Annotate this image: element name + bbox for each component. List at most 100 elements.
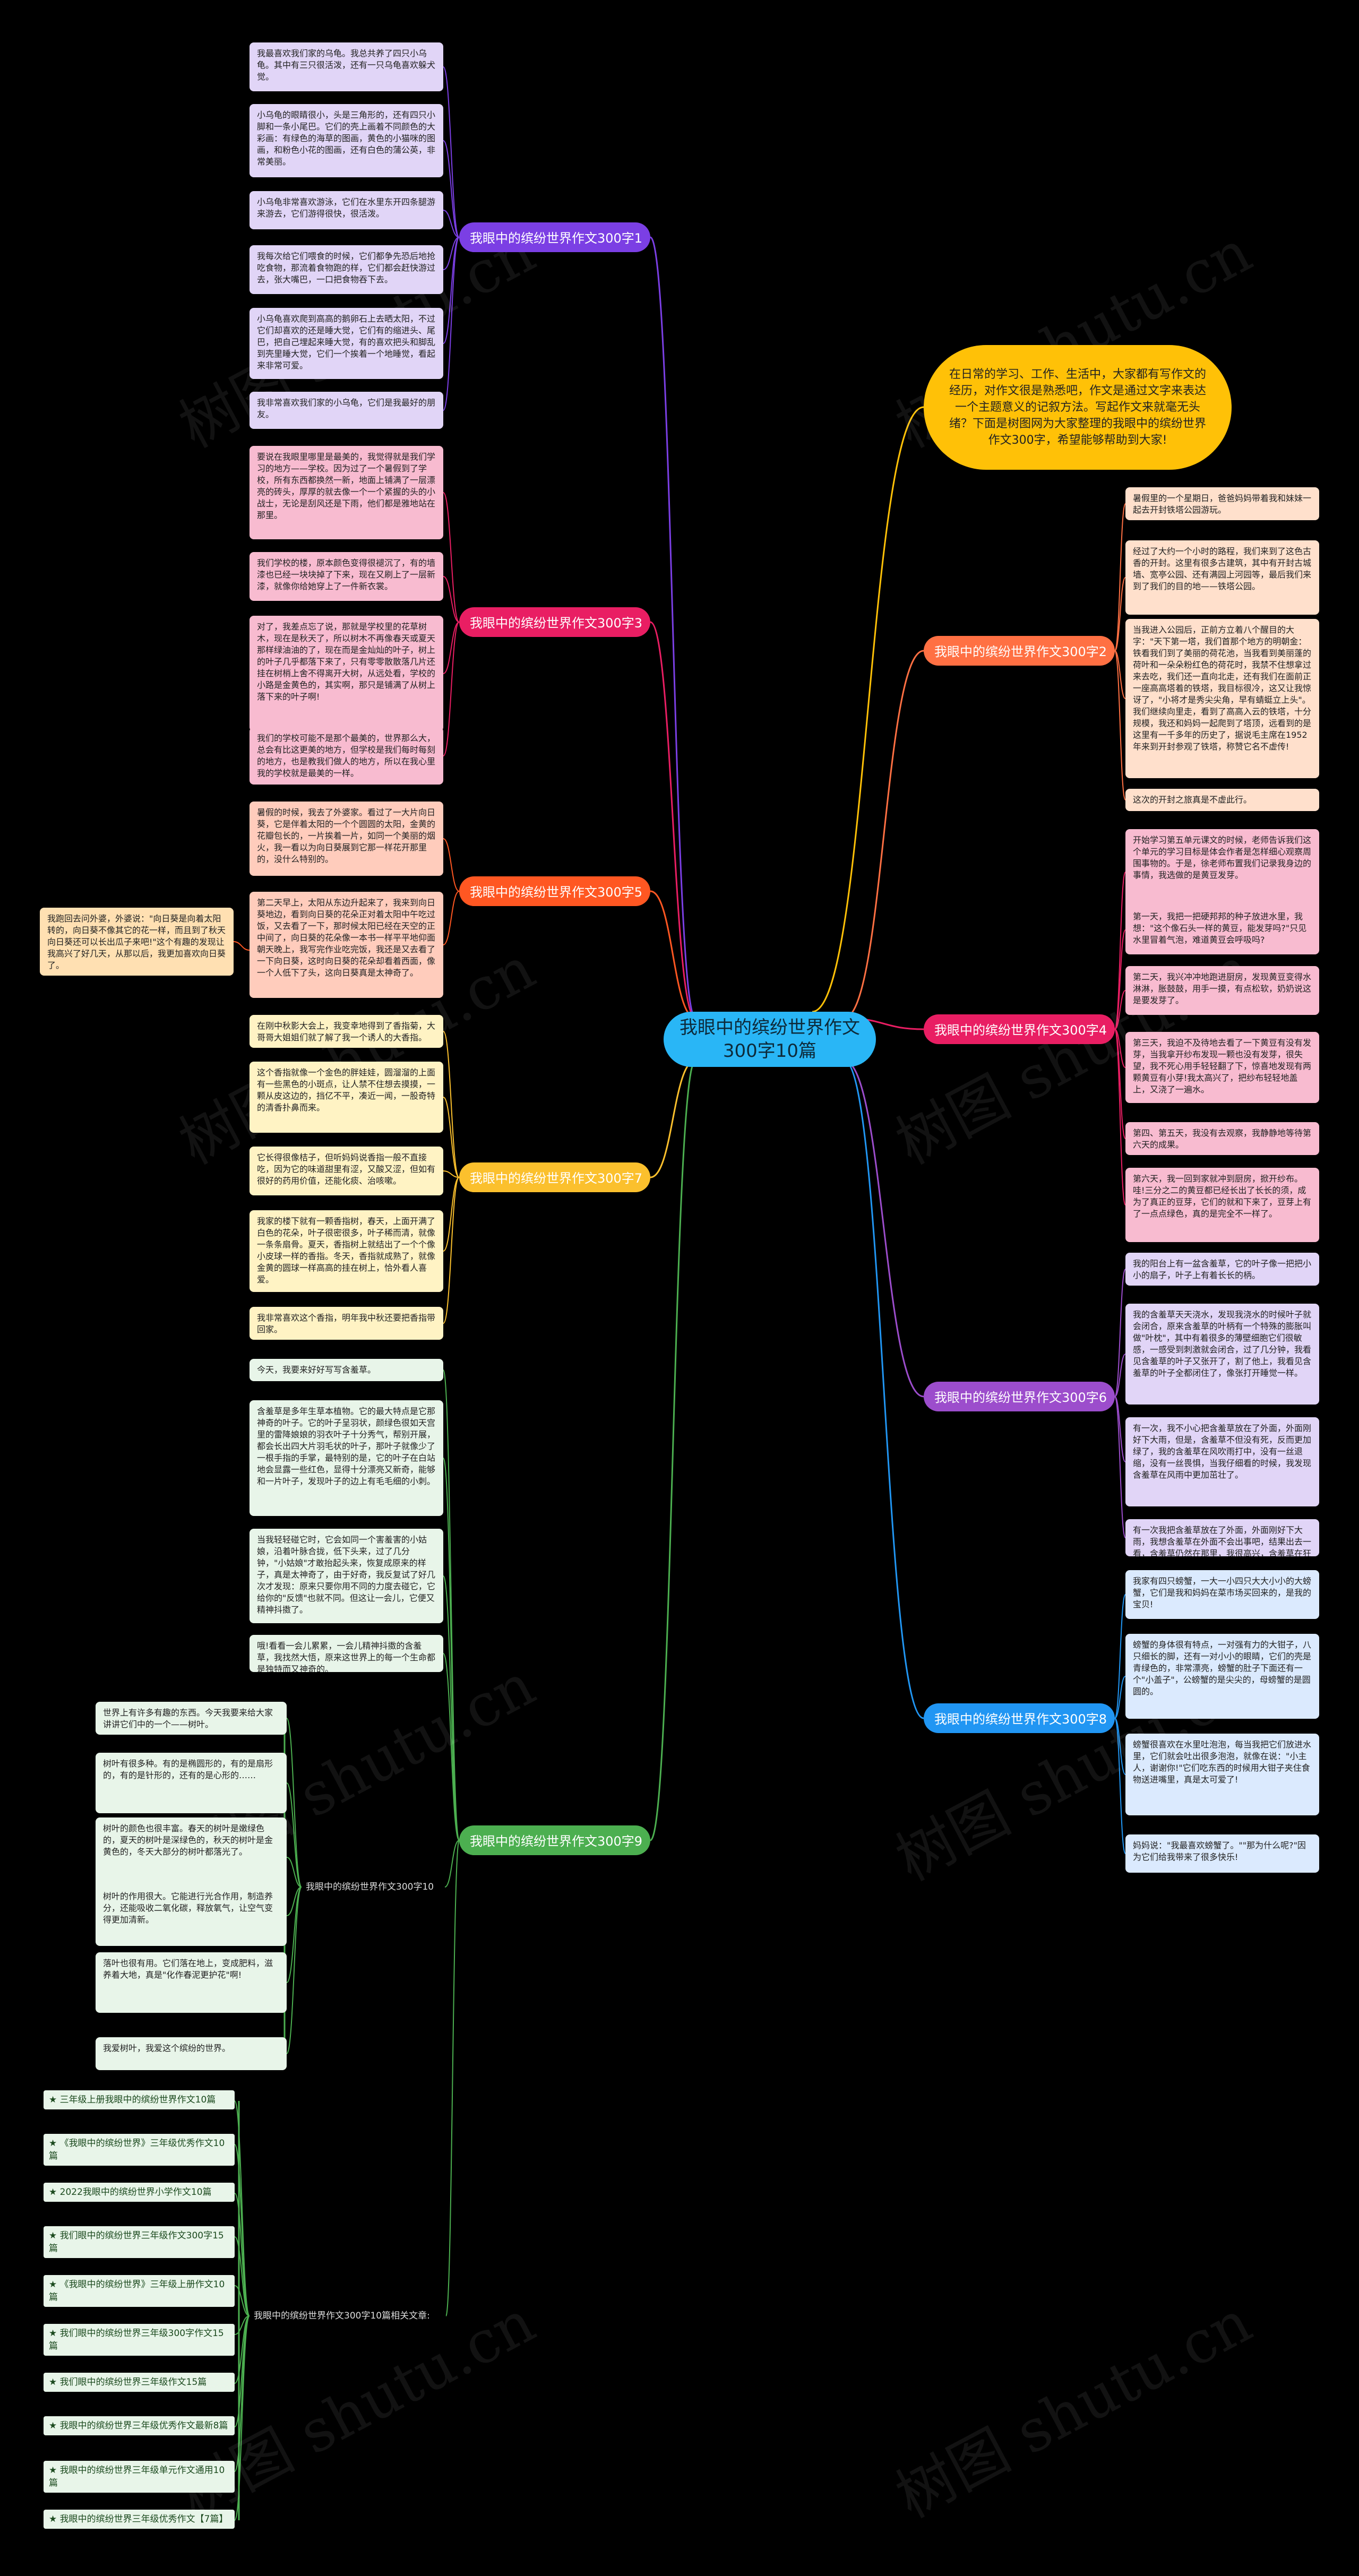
leaf-b4-3[interactable]: 第二天，我兴冲冲地跑进厨房，发现黄豆变得水淋淋，胀鼓鼓，用手一摸，有点松软，奶奶… [1125,966,1319,1015]
leaf-b8-1[interactable]: 我家有四只螃蟹，一大一小四只大大小小的大螃蟹，它们是我和妈妈在菜市场买回来的，是… [1125,1570,1319,1619]
branch-b9[interactable]: 我眼中的缤纷世界作文300字9 [459,1825,650,1855]
edge-b5 [650,890,696,1019]
leaf-b4-6[interactable]: 第六天，我一回到家就冲到厨房，掀开纱布。哇!三分之二的黄豆都已经长出了长长的须，… [1125,1168,1319,1242]
leaf-b4-2[interactable]: 第一天，我把一把硬邦邦的种子放进水里，我想："这个像石头一样的黄豆，能发芽吗?"… [1125,906,1319,954]
leaf-b2-4[interactable]: 这次的开封之旅真是不虚此行。 [1125,789,1319,811]
edge-b1-3 [443,210,460,238]
edge-b2-2 [1114,577,1126,651]
leaf-b1-3[interactable]: 小乌龟非常喜欢游泳，它们在水里东开四条腿游来游去，它们游得很快，很活泼。 [250,191,443,229]
leaf-b9-4[interactable]: 哦!看看一会儿累累，一会儿精神抖擞的含羞草，我找然大悟，原来这世界上的每一个生命… [250,1635,443,1672]
leaf-b5-side[interactable]: 我跑回去问外婆，外婆说："向日葵是向着太阳转的，向日葵不像其它的花一样，而且到了… [40,908,234,976]
leaf-b1-6[interactable]: 我非常喜欢我们家的小乌龟，它们是我最好的朋友。 [250,392,443,429]
edge-b8-4 [1114,1718,1126,1854]
edge-b5-2 [443,891,460,945]
edge-b2-4 [1114,650,1126,800]
leaf-b5-1[interactable]: 暑假的时候，我去了外婆家。看过了一大片向日葵，它是伴着太阳的一个个圆圆的太阳，金… [250,802,443,876]
related-link-2[interactable]: ★ 《我眼中的缤纷世界》三年级优秀作文10篇 [44,2134,235,2166]
leaf-b3-3[interactable]: 对了，我差点忘了说，那就是学校里的花草树木，现在是秋天了，所以树木不再像春天或夏… [250,616,443,731]
related-link-4[interactable]: ★ 我们眼中的缤纷世界三年级作文300字15篇 [44,2226,235,2258]
edge-b2-3 [1114,650,1126,699]
related-link-10[interactable]: ★ 我眼中的缤纷世界三年级优秀作文【7篇】 [44,2510,235,2529]
leaf-b2-2[interactable]: 经过了大约一个小时的路程，我们来到了这色古香的开封。这里有很多古建筑，其中有开封… [1125,540,1319,615]
related-link-9[interactable]: ★ 我眼中的缤纷世界三年级单元作文通用10篇 [44,2461,235,2493]
edge-b1-4 [443,237,460,270]
leaf-b10-5[interactable]: 落叶也很有用。它们落在地上，变成肥料，滋养着大地，真是"化作春泥更护花"啊! [96,1952,287,2013]
related-link-6[interactable]: ★ 我们眼中的缤纷世界三年级300字作文15篇 [44,2324,235,2356]
related-link-8[interactable]: ★ 我眼中的缤纷世界三年级优秀作文最新8篇 [44,2416,235,2435]
edge-b6 [844,1059,924,1398]
related-link-7[interactable]: ★ 我们眼中的缤纷世界三年级作文15篇 [44,2373,235,2392]
leaf-b5-2[interactable]: 第二天早上，太阳从东边升起来了，我来到向日葵地边，看到向日葵的花朵正对着太阳中午… [250,892,443,998]
leaf-b9-2[interactable]: 含羞草是多年生草本植物。它的最大特点是它那神奇的叶子。它的叶子呈羽状，颜绿色很如… [250,1400,443,1516]
leaf-b10-2[interactable]: 树叶有很多种。有的是椭圆形的，有的是扇形的，有的是针形的，还有的是心形的…… [96,1753,287,1813]
edge-related-2 [234,2144,250,2316]
leaf-b3-1[interactable]: 要说在我眼里哪里是最美的，我觉得就是我们学习的地方——学校。因为过了一个暑假到了… [250,446,443,539]
edge-b4-2 [1114,929,1126,1030]
leaf-b10-3[interactable]: 树叶的颜色也很丰富。春天的树叶是嫩绿色的，夏天的树叶是深绿色的，秋天的树叶是金黄… [96,1817,287,1897]
leaf-b9-3[interactable]: 当我轻轻碰它时，它会如同一个害羞害的小姑娘，沿着叶脉合拢，低下头来，过了几分钟，… [250,1529,443,1623]
edge-b1-5 [443,237,460,344]
branch-b1[interactable]: 我眼中的缤纷世界作文300字1 [459,222,650,252]
leaf-b10-4[interactable]: 树叶的作用很大。它能进行光合作用，制造养分，还能吸收二氧化碳，释放氧气，让空气变… [96,1885,287,1946]
leaf-b1-4[interactable]: 我每次给它们喂食的时候，它们都争先恐后地抢吃食物，那流着食物跑的样，它们都会赶快… [250,245,443,294]
leaf-b7-4[interactable]: 我家的楼下就有一颗香指树，春天，上面开满了白色的花朵，叶子很密很多，叶子稀而清，… [250,1210,443,1292]
edge-b3-1 [443,492,460,623]
leaf-b6-3[interactable]: 有一次，我不小心把含羞草放在了外面，外面刚好下大雨，但是，含羞草不但没有死，反而… [1125,1417,1319,1506]
leaf-b1-5[interactable]: 小乌龟喜欢爬到高高的鹅卵石上去晒太阳，不过它们却喜欢的还是睡大觉，它们有的缩进头… [250,308,443,379]
leaf-b2-1[interactable]: 暑假里的一个星期日，爸爸妈妈带着我和妹妹一起去开封铁塔公园游玩。 [1125,487,1319,520]
leaf-b3-4[interactable]: 我们的学校可能不是那个最美的，世界那么大，总会有比这更美的地方，但学校是我们每时… [250,727,443,785]
branch-b3[interactable]: 我眼中的缤纷世界作文300字3 [459,607,650,637]
leaf-b6-2[interactable]: 我的含羞草天天浇水，发现我浇水的时候叶子就会闭合，原来含羞草的叶柄有一个特殊的膨… [1125,1304,1319,1405]
branch-b5[interactable]: 我眼中的缤纷世界作文300字5 [459,876,650,906]
leaf-b6-4[interactable]: 有一次我把含羞草放在了外面，外面刚好下大雨，我想含羞草在外面不会出事吧，结果出去… [1125,1519,1319,1556]
leaf-b7-2[interactable]: 这个香指就像一个金色的胖娃娃，圆溜溜的上面有一些黑色的小斑点，让人禁不住想去摸摸… [250,1062,443,1133]
leaf-b8-3[interactable]: 螃蟹很喜欢在水里吐泡泡，每当我把它们放进水里，它们就会吐出很多泡泡，就像在说："… [1125,1734,1319,1815]
edge-b7-1 [443,1031,460,1178]
branch-b2[interactable]: 我眼中的缤纷世界作文300字2 [924,636,1115,666]
branch-b6[interactable]: 我眼中的缤纷世界作文300字6 [924,1382,1115,1411]
root-topic[interactable]: 我眼中的缤纷世界作文300字10篇 [664,1012,876,1067]
leaf-b1-1[interactable]: 我最喜欢我们家的乌龟。我总共养了四只小乌龟。其中有三只很活泼，还有一只乌龟喜欢躲… [250,42,443,91]
edge-b8-1 [1114,1594,1126,1719]
intro-bubble[interactable]: 在日常的学习、工作、生活中，大家都有写作文的经历，对作文很是熟悉吧，作文是通过文… [924,345,1232,470]
edge-b2-1 [1114,503,1126,651]
edge-b7-3 [443,1170,460,1178]
leaf-b6-1[interactable]: 我的阳台上有一盆含羞草，它的叶子像一把把小小的扇子，叶子上有着长长的柄。 [1125,1253,1319,1286]
edge-b5-1 [443,838,460,892]
edge-related [445,1840,460,2316]
sub-branch-b10[interactable]: 我眼中的缤纷世界作文300字10 [306,1882,434,1892]
edge-related-5 [234,2285,250,2316]
branch-b8[interactable]: 我眼中的缤纷世界作文300字8 [924,1703,1115,1733]
leaf-b4-4[interactable]: 第三天，我迫不及待地去看了一下黄豆有没有发芽，当我拿开纱布发现一颗也没有发芽，很… [1125,1032,1319,1103]
related-link-5[interactable]: ★ 《我眼中的缤纷世界》三年级上册作文10篇 [44,2275,235,2307]
edge-b2 [844,650,924,1019]
edge-related-10 [234,2315,250,2521]
leaf-b4-5[interactable]: 第四、第五天，我没有去观察，我静静地等待第六天的成果。 [1125,1122,1319,1155]
edge-b3-2 [443,576,460,623]
branch-b4[interactable]: 我眼中的缤纷世界作文300字4 [924,1014,1115,1044]
leaf-b3-2[interactable]: 我们学校的楼，原本颜色变得很褪沉了，有的墙漆也已经一块块掉了下来，现在又刷上了一… [250,552,443,601]
related-label[interactable]: 我眼中的缤纷世界作文300字10篇相关文章: [254,2311,430,2321]
related-link-1[interactable]: ★ 三年级上册我眼中的缤纷世界作文10篇 [44,2090,235,2109]
leaf-b7-5[interactable]: 我非常喜欢这个香指，明年我中秋还要把香指带回家。 [250,1307,443,1340]
edge-b10-4 [286,1886,302,1916]
edge-related-4 [234,2236,250,2316]
leaf-b8-2[interactable]: 螃蟹的身体很有特点，一对强有力的大钳子，八只细长的脚，还有一对小小的眼睛，它们的… [1125,1634,1319,1719]
leaf-b1-2[interactable]: 小乌龟的眼睛很小，头是三角形的，还有四只小脚和一条小尾巴。它们的壳上画着不同颜色… [250,104,443,177]
leaf-b9-1[interactable]: 今天，我要来好好写写含羞草。 [250,1359,443,1381]
leaf-b8-4[interactable]: 妈妈说："我最喜欢螃蟹了。""那为什么呢?"因为它们给我带来了很多快乐! [1125,1834,1319,1873]
edge-b9-3 [443,1575,460,1841]
leaf-b2-3[interactable]: 当我进入公园后，正前方立着八个醒目的大字："天下第一塔，我们首那个地方的明朝金：… [1125,619,1319,778]
edge-b7-4 [443,1177,460,1252]
branch-b7[interactable]: 我眼中的缤纷世界作文300字7 [459,1162,650,1192]
leaf-b10-1[interactable]: 世界上有许多有趣的东西。今天我要来给大家讲讲它们中的一个——树叶。 [96,1702,287,1735]
edge-b6-2 [1114,1354,1126,1397]
related-link-3[interactable]: ★ 2022我眼中的缤纷世界小学作文10篇 [44,2183,235,2202]
edge-b3-4 [443,622,460,756]
leaf-b7-1[interactable]: 在刚中秋影大会上，我变幸地得到了香指菊，大哥哥大姐姐们就了解了我一个诱人的大香指… [250,1015,443,1048]
leaf-b10-6[interactable]: 我爱树叶，我爱这个缤纷的世界。 [96,2037,287,2070]
leaf-b4-1[interactable]: 开始学习第五单元课文的时候，老师告诉我们这个单元的学习目标是体会作者是怎样细心观… [1125,829,1319,915]
edge-b8 [844,1059,924,1719]
edge-b10-2 [286,1782,302,1888]
leaf-b7-3[interactable]: 它长得很像桔子，但听妈妈说香指一般不直接吃，因为它的味道甜里有涩，又酸又涩，但如… [250,1147,443,1195]
